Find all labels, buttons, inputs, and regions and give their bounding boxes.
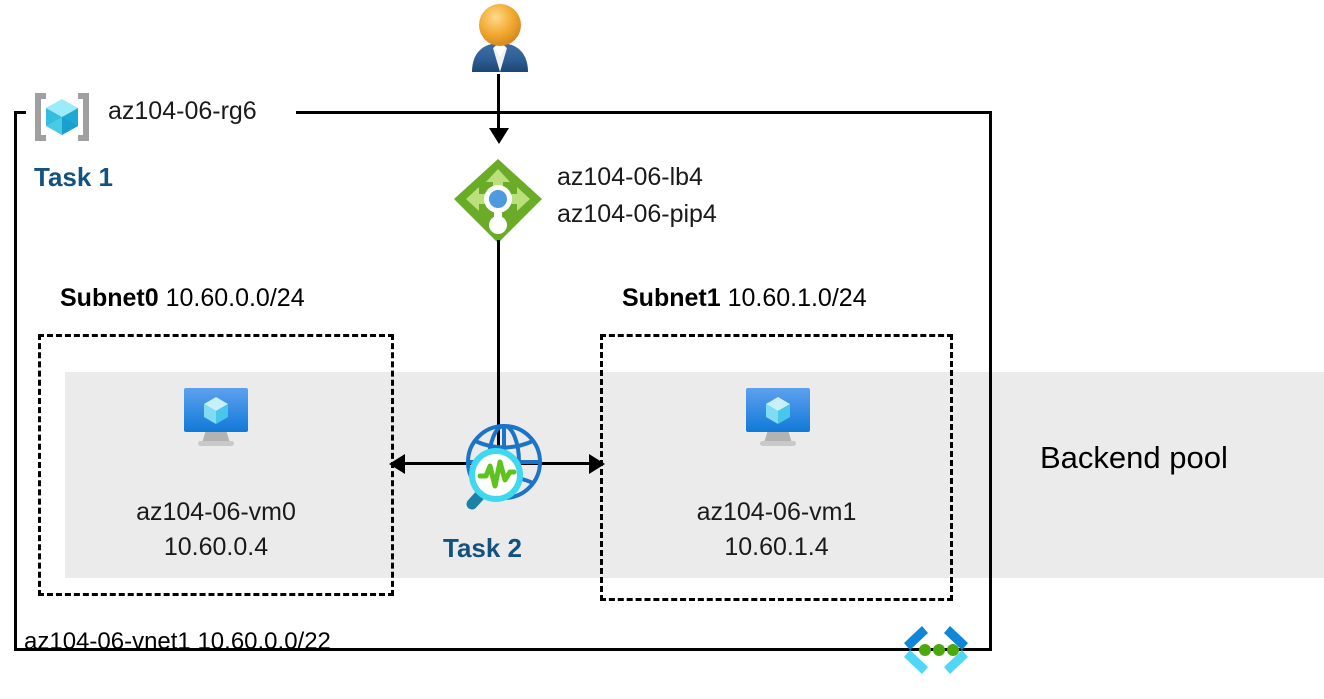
subnet1-label: Subnet1 10.60.1.0/24: [622, 284, 867, 313]
backend-pool-label: Backend pool: [1040, 440, 1228, 475]
vnet-label: az104-06-vnet1 10.60.0.0/22: [24, 628, 331, 655]
arrow-user-to-load-balancer: [497, 74, 500, 132]
arrow-user-to-load-balancer-head: [489, 128, 509, 144]
network-watcher-icon: [452, 418, 548, 510]
vm0-name-label: az104-06-vm0: [136, 498, 296, 526]
virtual-network-icon: [896, 622, 976, 678]
virtual-machine-icon: [742, 380, 814, 452]
load-balancer-label: az104-06-lb4: [557, 163, 703, 191]
subnet1-cidr: 10.60.1.0/24: [727, 284, 867, 312]
vm0-ip-label: 10.60.0.4: [163, 533, 269, 561]
arrow-between-subnets-head-right: [589, 454, 605, 474]
task-2-label: Task 2: [443, 533, 523, 563]
vm1-name-label: az104-06-vm1: [696, 498, 857, 526]
resource-group-label: az104-06-rg6: [108, 97, 257, 125]
backend-pool-band: [65, 372, 1324, 578]
load-balancer-icon: [450, 155, 546, 251]
resource-group-icon: [30, 90, 94, 144]
virtual-machine-icon: [180, 380, 252, 452]
user-icon: [462, 2, 538, 74]
connector-load-balancer-to-network-watcher: [497, 240, 500, 455]
subnet0-name: Subnet0: [60, 284, 159, 312]
vm1-ip-label: 10.60.1.4: [724, 533, 829, 561]
subnet0-cidr: 10.60.0.0/24: [165, 284, 305, 312]
subnet0-label: Subnet0 10.60.0.0/24: [60, 284, 305, 313]
task-1-label: Task 1: [34, 162, 114, 192]
resource-group-border: [14, 111, 992, 651]
subnet1-name: Subnet1: [622, 284, 721, 312]
public-ip-label: az104-06-pip4: [557, 200, 717, 228]
arrow-between-subnets-head-left: [389, 454, 405, 474]
